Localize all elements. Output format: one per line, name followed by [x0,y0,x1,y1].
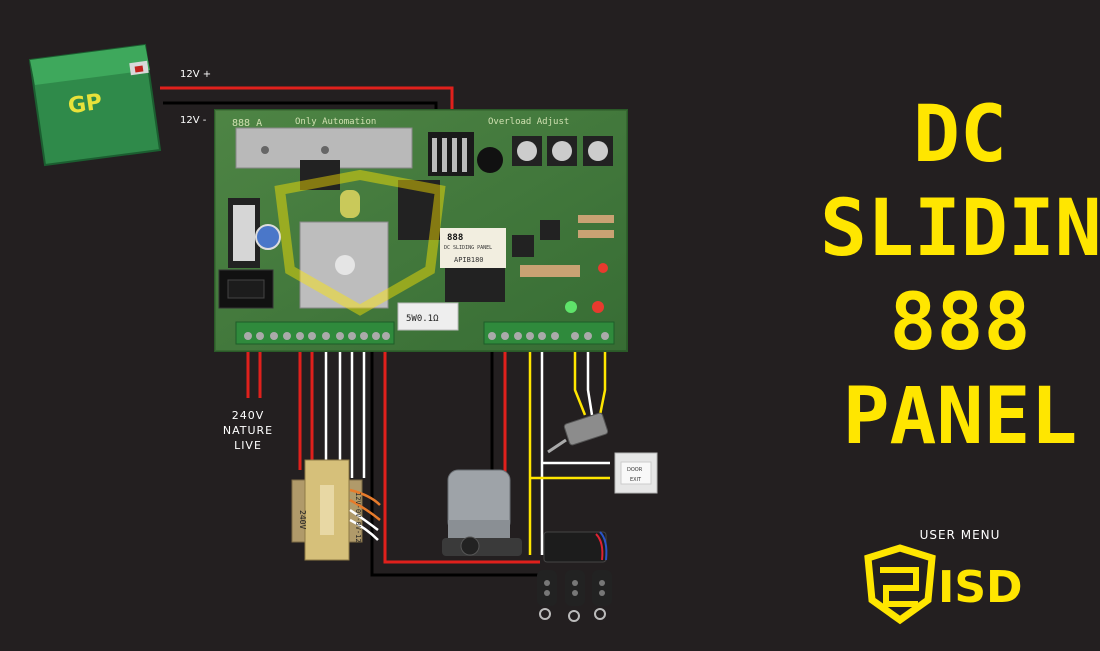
sensor-yellow-wire-2 [598,336,607,416]
board-maker-label: Only Automation [295,117,376,127]
limit-sensor [547,412,609,454]
exit-button-line1: DOOR [627,467,643,473]
transformer-primary-label: 240V [298,510,307,529]
capacitor [340,190,360,218]
chip-code: APIB180 [454,256,484,264]
remote-3 [592,570,612,620]
resistor-label: 5W0.1Ω [406,314,439,324]
controller-chip [440,228,506,268]
user-menu-link[interactable]: USER MENU [919,528,1001,542]
electrolytic-capacitor [477,147,503,173]
sensor-white-wire [586,336,594,416]
mains-label-line1: 240V [231,409,265,422]
relay-2 [445,262,505,302]
title-line2: SLIDING [820,184,1100,274]
remote-controls [537,570,612,622]
transformer-secondary-label: 12V-0V-0V-12V [354,492,362,548]
remote-1 [537,570,557,620]
sensor-yellow-wire-1 [573,336,587,416]
exit-button: DOOR EXIT [614,452,658,494]
board-overload-label: Overload Adjust [488,117,569,127]
receiver-red-wire [383,336,540,564]
battery-negative-label: 12V - [180,115,207,126]
status-led-red [592,301,604,313]
battery: GP [28,43,162,167]
gate-motor [442,469,522,556]
transformer-output-leads [349,488,381,521]
title-line3: 888 [889,278,1031,368]
relay-1 [398,180,440,240]
chip-model: 888 [447,233,463,243]
status-led-green [565,301,577,313]
battery-positive-label: 12V + [180,69,211,80]
remote-2 [565,570,585,622]
power-resistor [397,302,459,331]
board-corner-label: 888_A [232,118,262,129]
receiver-antenna [599,531,608,561]
receiver-black-wire [370,336,540,577]
receiver-box [543,531,607,563]
title-line4: PANEL [842,372,1078,462]
control-board: 888_A Only Automation Overload Adjust 88… [214,109,628,352]
battery-brand: GP [66,90,103,120]
motor-and-receiver-wires [370,336,540,577]
motor-gear [460,536,480,556]
blue-capacitor [255,224,281,250]
mains-label: 240V NATURE LIVE [223,408,272,453]
mains-label-line3: LIVE [234,439,262,452]
accessory-wires [528,336,610,555]
chip-description: DC SLIDING PANEL [444,245,492,251]
motor-base [442,538,522,556]
terminal-block-left [235,321,395,345]
shield-icon [864,544,936,625]
small-components [512,215,614,313]
transformer: 240V 12V-0V-0V-12V [291,459,381,561]
title-line1: DC [913,90,1007,180]
board-watermark-logo [274,169,446,316]
header-pins [428,132,474,176]
logo-text: ISD [938,562,1023,613]
remote-receiver [543,531,608,563]
isd-logo: ISD [864,544,1023,625]
exit-button-line2: EXIT [630,477,642,483]
page-title: DC SLIDING 888 PANEL [820,88,1100,464]
mains-label-line2: NATURE [222,424,274,437]
terminal-block-right [483,321,615,345]
potentiometers [512,136,613,166]
regulator-chip [300,160,340,190]
transformer-wires [298,336,366,478]
